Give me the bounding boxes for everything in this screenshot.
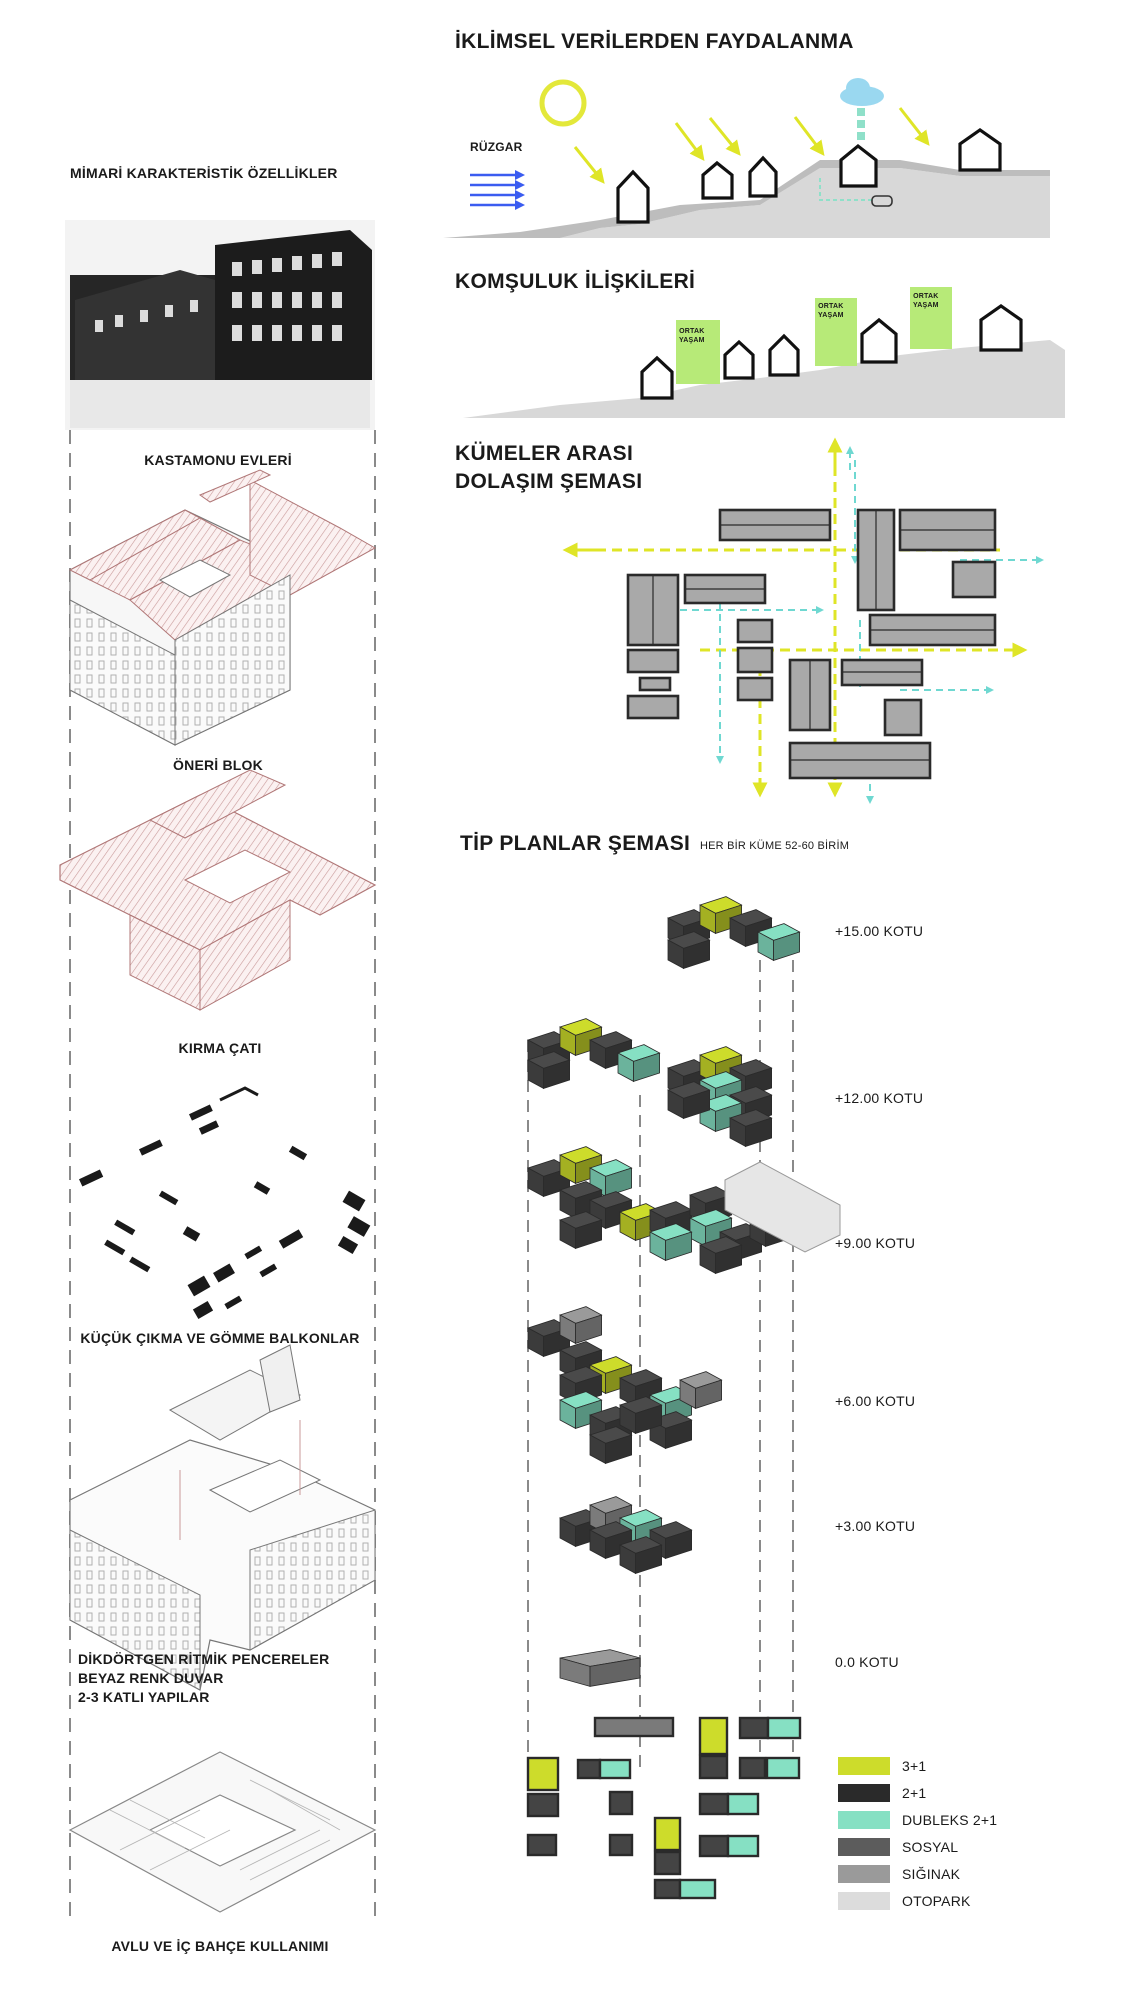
shared-living-box-3 bbox=[910, 287, 952, 349]
climate-section-diagram bbox=[443, 78, 1050, 238]
circulation-diagram bbox=[562, 437, 1044, 804]
hipped-roof-drawing bbox=[59, 769, 377, 1011]
unit-cube bbox=[678, 1371, 723, 1410]
plans-subtitle: HER BİR KÜME 52-60 BİRİM bbox=[700, 840, 850, 852]
label-windows-line1: DİKDÖRTGEN RİTMİK PENCERELER bbox=[78, 1651, 330, 1667]
legend-swatch-2 bbox=[838, 1811, 890, 1829]
label-hipped-roof: KIRMA ÇATI bbox=[178, 1040, 262, 1056]
circulation-title-line2: DOLAŞIM ŞEMASI bbox=[455, 470, 643, 493]
kastamonu-houses-photo bbox=[65, 220, 375, 430]
shared-living-label-1a: ORTAK bbox=[679, 328, 705, 335]
unit-cube bbox=[558, 1306, 603, 1345]
plans-title: TİP PLANLAR ŞEMASI bbox=[460, 832, 691, 855]
unit-cube bbox=[618, 1396, 663, 1435]
sun-icon bbox=[539, 79, 587, 127]
unit-cube bbox=[588, 1426, 633, 1465]
label-kastamonu-houses: KASTAMONU EVLERİ bbox=[144, 452, 292, 468]
label-windows-walls: DİKDÖRTGEN RİTMİK PENCERELER BEYAZ RENK … bbox=[78, 1650, 329, 1707]
unit-cube bbox=[559, 1649, 641, 1687]
shared-living-label-2b: YAŞAM bbox=[818, 312, 844, 319]
shared-living-label-2a: ORTAK bbox=[818, 303, 844, 310]
label-proposal-block: ÖNERİ BLOK bbox=[173, 757, 263, 773]
left-heading: MİMARİ KARAKTERİSTİK ÖZELLİKLER bbox=[70, 165, 338, 181]
legend-swatch-3 bbox=[838, 1838, 890, 1856]
unit-cube bbox=[756, 923, 801, 962]
legend-label-parking: OTOPARK bbox=[902, 1893, 971, 1909]
climate-title: İKLİMSEL VERİLERDEN FAYDALANMA bbox=[455, 30, 854, 53]
legend-swatches bbox=[838, 1757, 890, 1910]
unit-cube bbox=[666, 931, 711, 970]
rhythmic-windows-drawing bbox=[69, 1344, 376, 1691]
legend-swatch-4 bbox=[838, 1865, 890, 1883]
circulation-title-line1: KÜMELER ARASI bbox=[455, 442, 634, 465]
unit-cube bbox=[616, 1044, 661, 1083]
legend-label-duplex: DUBLEKS 2+1 bbox=[902, 1812, 998, 1828]
shared-living-label-3b: YAŞAM bbox=[913, 302, 939, 309]
unit-cube bbox=[618, 1536, 663, 1575]
neighbour-title: KOMŞULUK İLİŞKİLERİ bbox=[455, 270, 696, 293]
level-15: +15.00 KOTU bbox=[835, 923, 924, 939]
shared-living-box-2 bbox=[815, 298, 857, 366]
label-windows-line2: BEYAZ RENK DUVAR bbox=[78, 1670, 224, 1686]
level-0: 0.0 KOTU bbox=[835, 1654, 899, 1670]
cloud-icon bbox=[840, 78, 884, 140]
legend-swatch-1 bbox=[838, 1784, 890, 1802]
proposal-block-drawing bbox=[68, 469, 377, 746]
shared-living-label-1b: YAŞAM bbox=[679, 337, 705, 344]
legend-label-3plus1: 3+1 bbox=[902, 1758, 927, 1774]
legend-label-social: SOSYAL bbox=[902, 1839, 959, 1855]
courtyard-plan-drawing bbox=[68, 1751, 377, 1913]
type-plans-diagram bbox=[526, 896, 841, 1900]
unit-cube bbox=[666, 1081, 711, 1120]
unit-cube bbox=[558, 1211, 603, 1250]
level-9: +9.00 KOTU bbox=[835, 1235, 916, 1251]
level-6: +6.00 KOTU bbox=[835, 1393, 916, 1409]
legend-label-shelter: SIĞINAK bbox=[902, 1866, 961, 1882]
level-12: +12.00 KOTU bbox=[835, 1090, 924, 1106]
circulation-title: KÜMELER ARASI DOLAŞIM ŞEMASI bbox=[455, 440, 642, 496]
unit-cube bbox=[728, 1109, 773, 1148]
wind-label: RÜZGAR bbox=[470, 140, 523, 154]
legend-swatch-5 bbox=[838, 1892, 890, 1910]
shared-living-label-3: ORTAK YAŞAM bbox=[913, 292, 939, 310]
unit-cube bbox=[526, 1051, 571, 1090]
ground-plan bbox=[526, 1716, 802, 1900]
shared-living-label-3a: ORTAK bbox=[913, 293, 939, 300]
balconies-drawing bbox=[79, 1086, 371, 1320]
label-balconies: KÜÇÜK ÇIKMA VE GÖMME BALKONLAR bbox=[80, 1330, 360, 1346]
label-windows-line3: 2-3 KATLI YAPILAR bbox=[78, 1689, 210, 1705]
neighbourhood-section-diagram bbox=[463, 287, 1065, 418]
legend-swatch-0 bbox=[838, 1757, 890, 1775]
label-courtyard: AVLU VE İÇ BAHÇE KULLANIMI bbox=[111, 1938, 329, 1954]
level-3: +3.00 KOTU bbox=[835, 1518, 916, 1534]
unit-cube bbox=[526, 1319, 571, 1358]
shared-living-box-1 bbox=[676, 320, 720, 384]
cluster-cubes bbox=[526, 896, 841, 1687]
shared-living-label-1: ORTAK YAŞAM bbox=[679, 327, 705, 345]
unit-cube bbox=[698, 1236, 743, 1275]
parking-slab bbox=[724, 1161, 841, 1253]
shared-living-label-2: ORTAK YAŞAM bbox=[818, 302, 844, 320]
unit-cube bbox=[648, 1223, 693, 1262]
legend-label-2plus1: 2+1 bbox=[902, 1785, 927, 1801]
